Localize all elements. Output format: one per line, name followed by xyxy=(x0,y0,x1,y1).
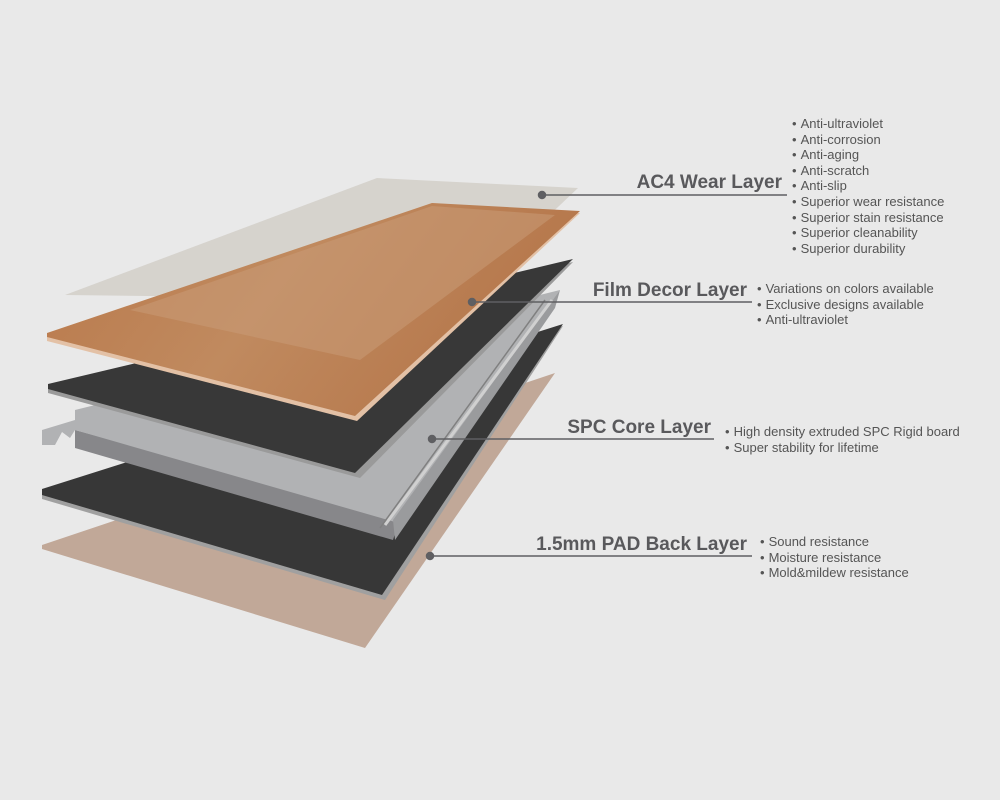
feature-item: Anti-slip xyxy=(792,178,944,194)
spc-core-layer-title: SPC Core Layer xyxy=(567,417,711,438)
feature-item: Anti-ultraviolet xyxy=(792,116,944,132)
feature-item: Superior cleanability xyxy=(792,225,944,241)
wear-layer-features: Anti-ultraviolet Anti-corrosion Anti-agi… xyxy=(792,116,945,257)
pad-back-layer-features: Sound resistance Moisture resistance Mol… xyxy=(760,534,909,581)
film-decor-layer xyxy=(47,203,580,421)
pad-back-layer-title: 1.5mm PAD Back Layer xyxy=(536,534,747,555)
feature-item: Anti-corrosion xyxy=(792,132,944,148)
feature-item: Anti-aging xyxy=(792,147,944,163)
feature-item: Variations on colors available xyxy=(757,281,934,297)
wear-layer-title: AC4 Wear Layer xyxy=(636,172,782,193)
feature-item: Superior stain resistance xyxy=(792,210,944,226)
feature-item: Superior durability xyxy=(792,241,944,257)
leader-lines xyxy=(425,190,787,561)
film-decor-layer-title: Film Decor Layer xyxy=(592,280,747,301)
feature-item: Exclusive designs available xyxy=(757,297,934,313)
feature-item: Mold&mildew resistance xyxy=(760,565,909,581)
feature-item: Anti-ultraviolet xyxy=(757,312,934,328)
feature-item: Superior wear resistance xyxy=(792,194,945,210)
feature-item: Anti-scratch xyxy=(792,163,944,179)
feature-item: Moisture resistance xyxy=(760,550,909,566)
film-decor-layer-features: Variations on colors available Exclusive… xyxy=(757,281,934,328)
spc-core-layer-features: High density extruded SPC Rigid board Su… xyxy=(725,424,960,455)
feature-item: Sound resistance xyxy=(760,534,909,550)
feature-item: Super stability for lifetime xyxy=(725,440,960,456)
feature-item: High density extruded SPC Rigid board xyxy=(725,424,960,440)
